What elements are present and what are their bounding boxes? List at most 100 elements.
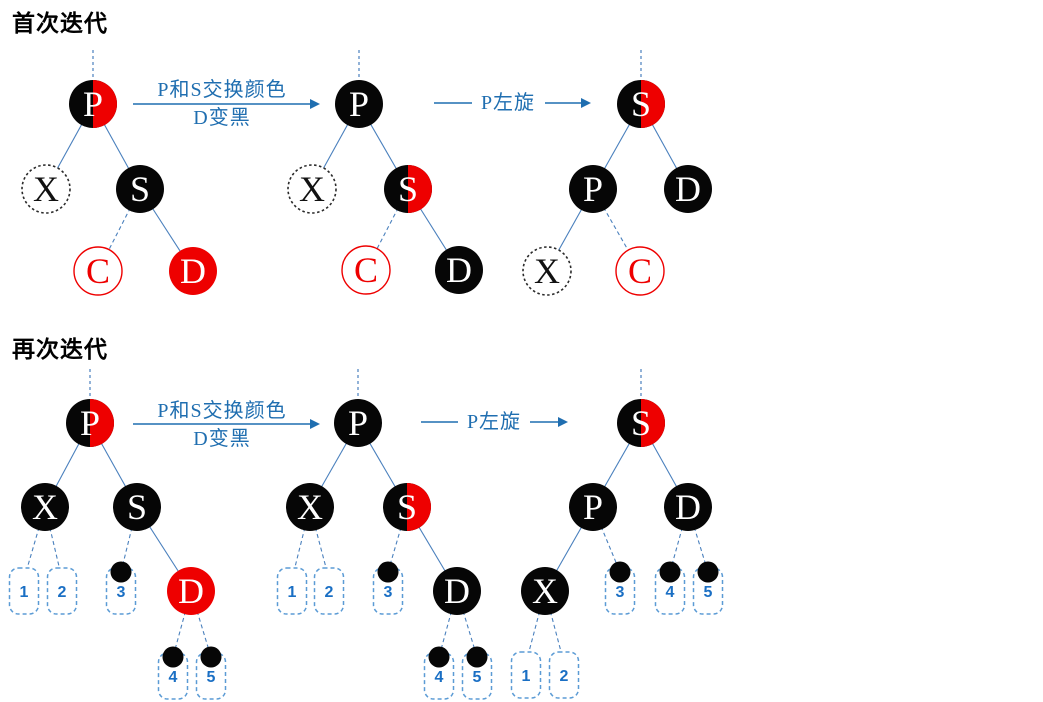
s2-t1-black-node-dot-3	[110, 561, 132, 583]
s2-t2-node-X-label: X	[297, 487, 323, 527]
section-title-second-iteration: 再次迭代	[12, 337, 108, 362]
section-title-first-iteration: 首次迭代	[12, 11, 108, 36]
s2-t2-black-node-dot-4	[428, 646, 450, 668]
s1-t2-node-S-label: S	[398, 169, 418, 209]
s2-t2-subtree-box-2	[313, 567, 345, 615]
s2-t2-subtree-box-1	[276, 567, 308, 615]
s1-arrow2-rotate-arrow-head	[581, 98, 591, 108]
s2-t2-node-P-circle	[334, 399, 382, 447]
s1-t1-node-X-circle	[21, 164, 71, 214]
s2-t1-edge-X-b2	[44, 506, 63, 580]
s2-t2-subtree-number-2: 2	[325, 584, 334, 601]
s1-t2-node-D-circle	[435, 246, 483, 294]
s2-t1-subtree-number-2: 2	[58, 584, 67, 601]
s2-t1-node-D-label: D	[178, 571, 204, 611]
s1-t2-node-D-label: D	[446, 250, 472, 290]
s2-t1-edge-X-b1	[23, 506, 46, 580]
s2-t1-black-node-dot-5	[200, 646, 222, 668]
s2-t2-subtree-number-4: 4	[435, 669, 444, 686]
s1-t2-node-P-label: P	[349, 84, 369, 124]
s2-t1-subtree-box-2	[46, 567, 78, 615]
s2-t3-subtree-number-4: 4	[666, 584, 675, 601]
left-rotate-label-second: P左旋	[466, 411, 522, 433]
s2-t3-black-node-dot-4	[659, 561, 681, 583]
s1-t1-node-P-label: P	[83, 84, 103, 124]
s1-t3-node-C-label: C	[628, 251, 652, 291]
s1-t2-node-C-circle	[341, 245, 391, 295]
s2-t3-subtree-box-1	[510, 651, 542, 699]
s2-t3-node-P-circle	[569, 483, 617, 531]
s2-t3-node-D-circle	[664, 483, 712, 531]
s2-t3-node-P-label: P	[583, 487, 603, 527]
s2-t1-node-S-label: S	[127, 487, 147, 527]
s2-t3-subtree-number-1: 1	[522, 668, 531, 685]
s1-t1-node-X-label: X	[33, 169, 59, 209]
s2-t3-edge-X-b2	[544, 590, 565, 664]
s2-t1-node-X-label: X	[32, 487, 58, 527]
s1-t2-node-X-circle	[287, 164, 337, 214]
s1-t2-node-X-label: X	[299, 169, 325, 209]
s1-t1-node-D-label: D	[180, 251, 206, 291]
s1-t3-node-D-label: D	[675, 169, 701, 209]
s2-t3-node-X-label: X	[532, 571, 558, 611]
s1-t1-node-P-red-half	[93, 80, 117, 128]
s2-t3-subtree-number-5: 5	[704, 584, 713, 601]
s2-t3-edge-X-b1	[525, 590, 546, 664]
swap-colors-label-line2-first: D变黑	[193, 107, 251, 129]
s2-t1-subtree-number-4: 4	[169, 669, 178, 686]
s2-t1-subtree-number-3: 3	[117, 584, 126, 601]
s2-t2-node-P-label: P	[348, 403, 368, 443]
s2-t2-node-X-circle	[286, 483, 334, 531]
s2-t2-subtree-number-3: 3	[384, 584, 393, 601]
s1-t2-node-S-red-half	[408, 165, 432, 213]
s2-t2-edge-S-b3	[387, 506, 408, 573]
s2-t1-subtree-box-1	[8, 567, 40, 615]
s1-t3-node-X-label: X	[534, 251, 560, 291]
s2-t3-node-D-label: D	[675, 487, 701, 527]
s2-t2-black-node-dot-3	[377, 561, 399, 583]
s2-t2-edge-X-b1	[291, 506, 311, 580]
s2-t2-edge-D-b4	[438, 590, 458, 658]
s2-t3-node-X-circle	[521, 567, 569, 615]
swap-colors-label-line1-second: P和S交换颜色	[157, 400, 287, 422]
s2-t1-edge-D-b5	[190, 590, 212, 658]
s2-t3-edge-D-b4	[669, 506, 689, 573]
s2-t3-black-node-dot-5	[697, 561, 719, 583]
s2-t2-edge-D-b5	[456, 590, 478, 658]
s2-t1-node-X-circle	[21, 483, 69, 531]
s1-t3-node-P-label: P	[583, 169, 603, 209]
s1-t3-node-X-circle	[522, 246, 572, 296]
s1-t2-node-C-label: C	[354, 250, 378, 290]
s1-t1-node-S-label: S	[130, 169, 150, 209]
s2-t3-subtree-number-3: 3	[616, 584, 625, 601]
s2-t3-edge-P-b3	[592, 506, 621, 573]
s2-t1-subtree-number-5: 5	[207, 669, 216, 686]
s1-t1-node-D-circle	[169, 247, 217, 295]
left-rotate-label-first: P左旋	[480, 92, 536, 114]
s2-t2-node-S-label: S	[397, 487, 417, 527]
s2-t1-edge-D-b4	[172, 590, 192, 658]
s2-t3-black-node-dot-3	[609, 561, 631, 583]
s2-t3-edge-D-b5	[687, 506, 709, 573]
s2-arrow1-swap-arrow-head	[310, 419, 320, 429]
s2-t1-node-D-circle	[167, 567, 215, 615]
s2-t3-subtree-box-2	[548, 651, 580, 699]
s2-t2-node-D-label: D	[444, 571, 470, 611]
s2-arrow2-rotate-arrow-head	[558, 417, 568, 427]
s1-t3-node-S-red-half	[641, 80, 665, 128]
s2-t1-subtree-number-1: 1	[20, 584, 29, 601]
swap-colors-label-line1-first: P和S交换颜色	[157, 79, 287, 101]
s2-t1-node-S-circle	[113, 483, 161, 531]
s1-t1-node-C-label: C	[86, 251, 110, 291]
s2-t2-node-D-circle	[433, 567, 481, 615]
s2-t1-node-P-label: P	[80, 403, 100, 443]
s2-t2-edge-X-b2	[309, 506, 330, 580]
s2-t1-node-P-red-half	[90, 399, 114, 447]
s1-t2-node-P-circle	[335, 80, 383, 128]
s2-t3-subtree-number-2: 2	[560, 668, 569, 685]
s1-t1-node-C-circle	[73, 246, 123, 296]
s2-t2-subtree-number-5: 5	[473, 669, 482, 686]
s2-t1-black-node-dot-4	[162, 646, 184, 668]
